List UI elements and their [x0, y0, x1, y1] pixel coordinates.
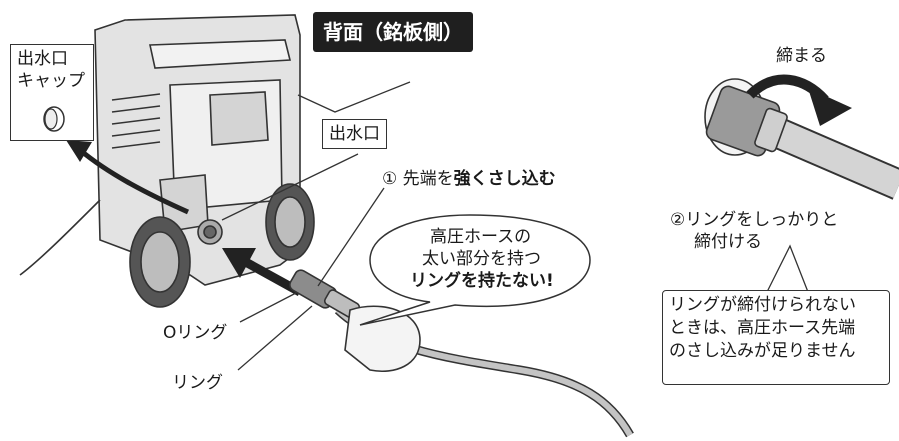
step2-line1: ②リングをしっかりと	[670, 210, 839, 230]
cap-icon	[43, 106, 65, 132]
warning-line1: リングが締付けられない	[669, 295, 856, 315]
outlet-cap-label-line2: キャップ	[17, 71, 85, 91]
outlet-label: 出水口	[322, 119, 387, 149]
bubble-line2: 太い部分を持つ	[422, 249, 541, 269]
o-ring-label: Oリング	[163, 323, 228, 343]
ring-tighten-illustration	[704, 78, 899, 200]
step1-marker: ①	[382, 169, 398, 189]
remove-cap-arrow	[66, 140, 190, 215]
warning-line2: ときは、高圧ホース先端	[669, 318, 856, 338]
step2-line2: 締付ける	[694, 232, 762, 252]
warning-line3: のさし込みが足りません	[669, 341, 856, 361]
leader-lines	[221, 81, 411, 371]
ring-label: リング	[172, 373, 223, 393]
hose-illustration	[288, 269, 634, 438]
warning-callout-pointer	[766, 244, 809, 293]
pressure-washer-illustration	[19, 14, 315, 308]
bubble-line1: 高圧ホースの	[430, 227, 532, 247]
step1-text-normal: 先端を	[402, 169, 454, 189]
bubble-line3: リングを持たない!	[410, 271, 554, 291]
speech-bubble	[359, 214, 591, 326]
tighten-arrow	[746, 74, 852, 126]
outlet-cap-label-line1: 出水口	[17, 49, 68, 69]
warning-box: リングが締付けられない ときは、高圧ホース先端 のさし込みが足りません	[662, 290, 890, 385]
step1-instruction: ① 先端を強くさし込む	[382, 168, 556, 190]
outlet-cap-label: 出水口 キャップ	[10, 44, 94, 141]
rear-nameplate-label: 背面（銘板側）	[313, 12, 473, 52]
tighten-label: 締まる	[776, 46, 827, 66]
step1-text-bold: 強くさし込む	[453, 169, 556, 189]
